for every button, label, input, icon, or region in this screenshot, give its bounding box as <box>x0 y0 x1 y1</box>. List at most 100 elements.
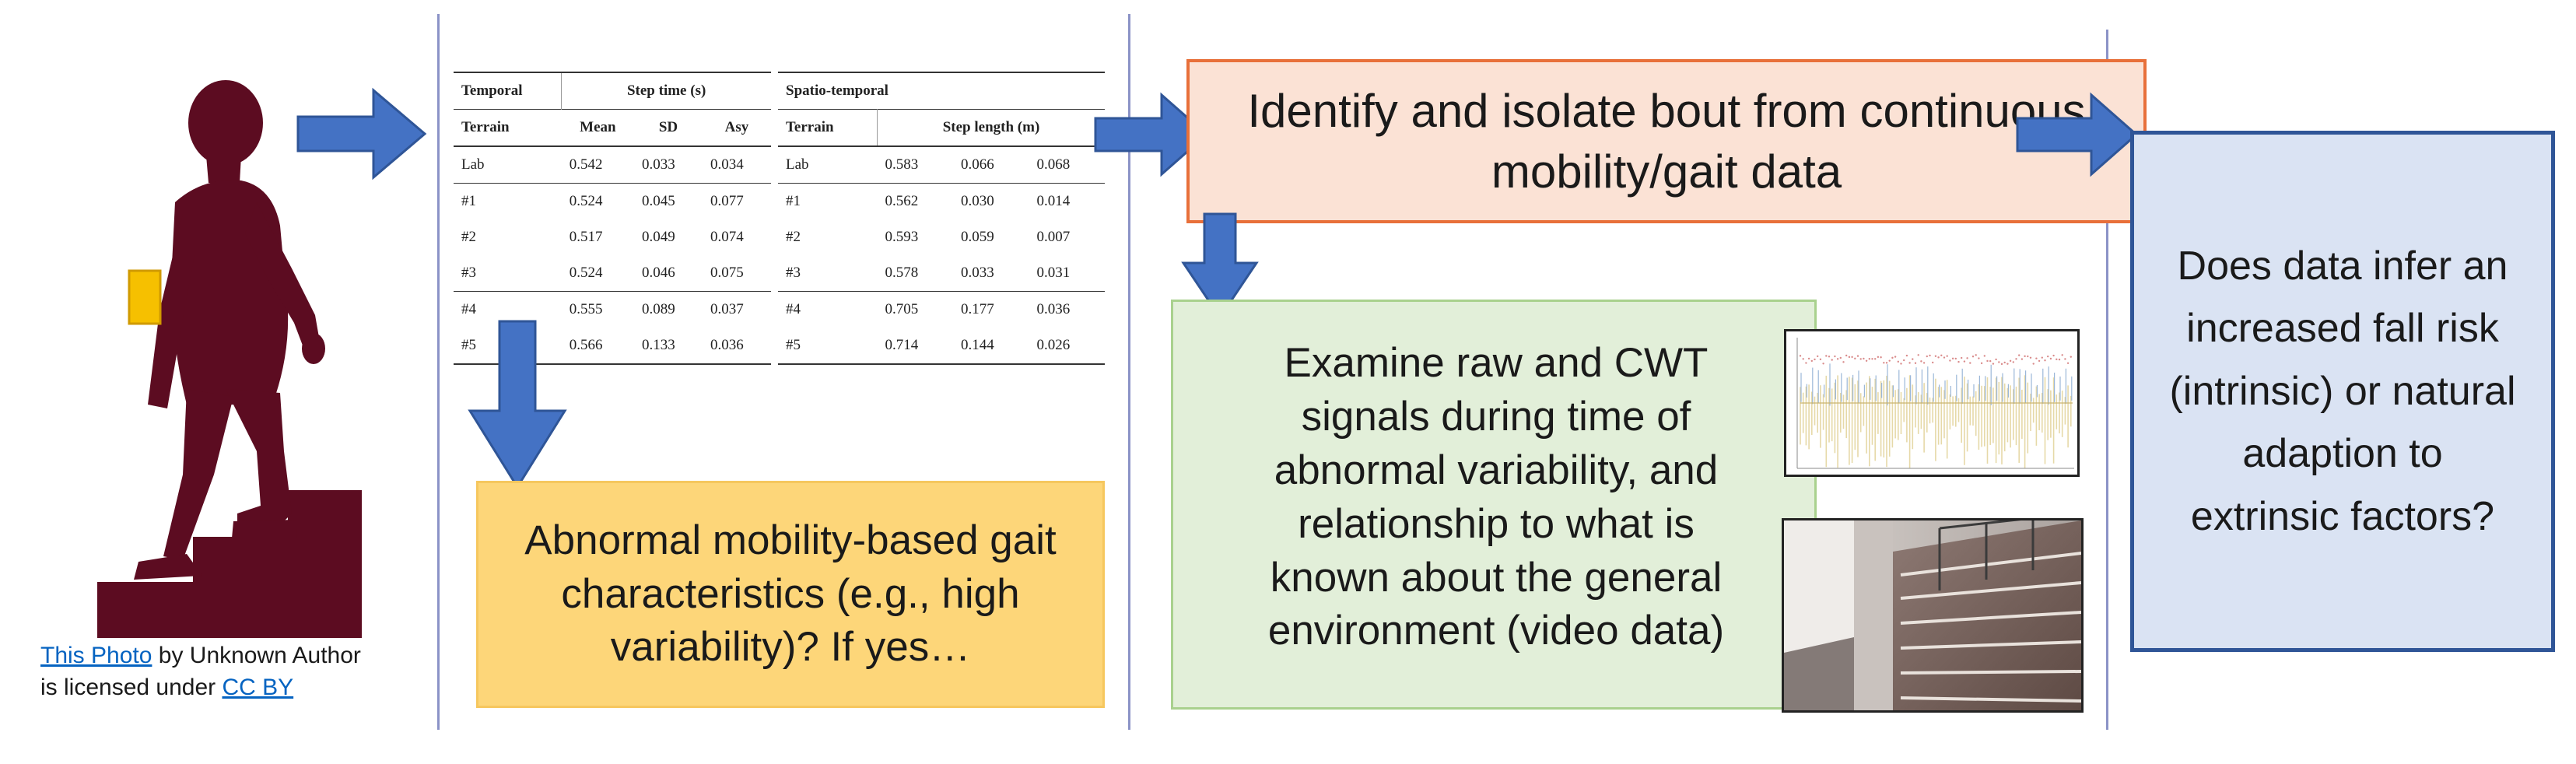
table-cell: #2 <box>461 229 476 245</box>
table-cell: 0.046 <box>641 265 675 281</box>
table-cell: 0.068 <box>1036 156 1071 173</box>
table-cell: 0.037 <box>702 291 771 328</box>
table-cell: 0.089 <box>633 291 703 328</box>
table-cell: 0.036 <box>1029 291 1105 328</box>
table-group-header: Step length (m) <box>877 109 1105 147</box>
table-cell: 0.033 <box>641 156 675 173</box>
table-cell: #3 <box>786 265 801 281</box>
table-cell: #3 <box>461 265 476 281</box>
fall-risk-question-text: Does data infer an increased fall risk (… <box>2169 243 2516 539</box>
table-row: Lab 0.583 0.066 0.068 <box>778 146 1105 184</box>
table-cell: 0.177 <box>953 291 1029 328</box>
divider-line-1 <box>437 14 440 730</box>
abnormal-gait-box: Abnormal mobility-based gait characteris… <box>476 481 1105 708</box>
examine-line: abnormal variability, and <box>1274 447 1719 493</box>
signal-plot-image <box>1786 331 2077 475</box>
abnormal-gait-text: Abnormal mobility-based gait characteris… <box>524 517 1057 671</box>
table-cell: 0.007 <box>1036 229 1071 245</box>
table-row: Lab 0.542 0.033 0.034 <box>454 146 771 184</box>
table-cell: 0.074 <box>710 229 744 245</box>
examine-line: known about the general <box>1270 554 1723 601</box>
table-cell: 0.077 <box>702 183 771 219</box>
person-climbing-stairs-icon <box>97 80 362 638</box>
examine-line: signals during time of <box>1301 393 1691 440</box>
arrow-right-1 <box>296 87 427 180</box>
examine-line: relationship to what is <box>1298 500 1695 547</box>
photo-credit: This Photo by Unknown Author is licensed… <box>40 640 367 704</box>
fall-risk-question-box: Does data infer an increased fall risk (… <box>2130 131 2555 652</box>
stairs-photo <box>1782 518 2084 713</box>
table-column-row: Terrain Step length (m) <box>778 109 1105 147</box>
stairs-photo-image <box>1784 520 2081 710</box>
photo-link[interactable]: This Photo <box>40 643 152 668</box>
table-row: #4 0.705 0.177 0.036 <box>778 291 1105 328</box>
table-row: #5 0.714 0.144 0.026 <box>778 328 1105 365</box>
table-row: #2 0.593 0.059 0.007 <box>778 219 1105 255</box>
table-row: #2 0.517 0.049 0.074 <box>454 219 771 255</box>
identify-bout-text: Identify and isolate bout from continuou… <box>1247 84 2086 198</box>
identify-bout-box: Identify and isolate bout from continuou… <box>1186 59 2147 223</box>
table-cell: #2 <box>786 229 801 245</box>
table-cell: 0.144 <box>953 328 1029 365</box>
divider-line-2 <box>1128 14 1130 730</box>
arrow-right-2 <box>1094 92 1209 177</box>
table-cell: 0.133 <box>633 328 703 365</box>
arrow-down-1 <box>468 320 567 489</box>
table-cell: 0.555 <box>561 291 634 328</box>
license-link[interactable]: CC BY <box>222 675 294 701</box>
table-row: #1 0.562 0.030 0.014 <box>778 183 1105 219</box>
table-cell: 0.517 <box>569 229 603 245</box>
table-cell: 0.030 <box>953 183 1029 219</box>
table-cell: Lab <box>786 156 809 173</box>
table-cell: 0.059 <box>961 229 994 245</box>
table-cell: 0.014 <box>1029 183 1105 219</box>
table-header-row: Spatio-temporal <box>778 72 1105 110</box>
table-cell: 0.705 <box>877 291 953 328</box>
signal-plot-thumbnail <box>1784 329 2080 477</box>
table-cell: 0.075 <box>710 265 744 281</box>
table-cell: 0.583 <box>885 156 919 173</box>
table-row: #3 0.524 0.046 0.075 <box>454 255 771 292</box>
divider-line-3 <box>2106 30 2108 730</box>
credit-text: by Unknown Author is licensed under <box>40 643 361 701</box>
examine-line: Examine raw and CWT <box>1284 340 1709 386</box>
examine-signals-box: Examine raw and CWT signals during time … <box>1171 300 1817 710</box>
table-cell: 0.031 <box>1036 265 1071 281</box>
table-cell: 0.524 <box>561 183 634 219</box>
table-cell: 0.049 <box>641 229 675 245</box>
table-cell: 0.714 <box>877 328 953 365</box>
table-cell: 0.566 <box>561 328 634 365</box>
table-cell: 0.578 <box>885 265 919 281</box>
column-header: SD <box>633 109 703 147</box>
table-cell: 0.034 <box>710 156 744 173</box>
table-cell: 0.524 <box>569 265 603 281</box>
examine-line: environment (video data) <box>1267 608 1725 654</box>
column-header: Terrain <box>454 109 562 147</box>
table-cell: 0.593 <box>885 229 919 245</box>
table-cell: 0.066 <box>961 156 994 173</box>
column-header: Mean <box>561 109 634 147</box>
table-row: #3 0.578 0.033 0.031 <box>778 255 1105 292</box>
arrow-right-3 <box>2016 92 2139 177</box>
column-header: Asy <box>702 109 771 147</box>
column-header: Terrain <box>778 109 878 147</box>
table-header-row: Temporal Step time (s) <box>454 72 771 110</box>
table-cell: 0.045 <box>633 183 703 219</box>
table-row: #1 0.524 0.045 0.077 <box>454 183 771 219</box>
spatio-temporal-table: Spatio-temporal Terrain Step length (m) … <box>778 72 1105 365</box>
table-cell: 0.033 <box>961 265 994 281</box>
table-cell: 0.562 <box>877 183 953 219</box>
table-group-header: Step time (s) <box>561 72 771 110</box>
table-cell: Lab <box>461 156 485 173</box>
arrow-down-2 <box>1181 212 1259 320</box>
table-column-row: Terrain Mean SD Asy <box>454 109 771 147</box>
table-cell: #4 <box>778 291 878 328</box>
table-cell: 0.542 <box>569 156 603 173</box>
table-cell: 0.036 <box>702 328 771 365</box>
table-cell: #5 <box>778 328 878 365</box>
table-cell: #1 <box>454 183 562 219</box>
table-group-label: Temporal <box>454 72 563 110</box>
examine-signals-text: Examine raw and CWT signals during time … <box>1200 337 1792 658</box>
table-cell: #1 <box>778 183 878 219</box>
table-cell: 0.026 <box>1029 328 1105 365</box>
